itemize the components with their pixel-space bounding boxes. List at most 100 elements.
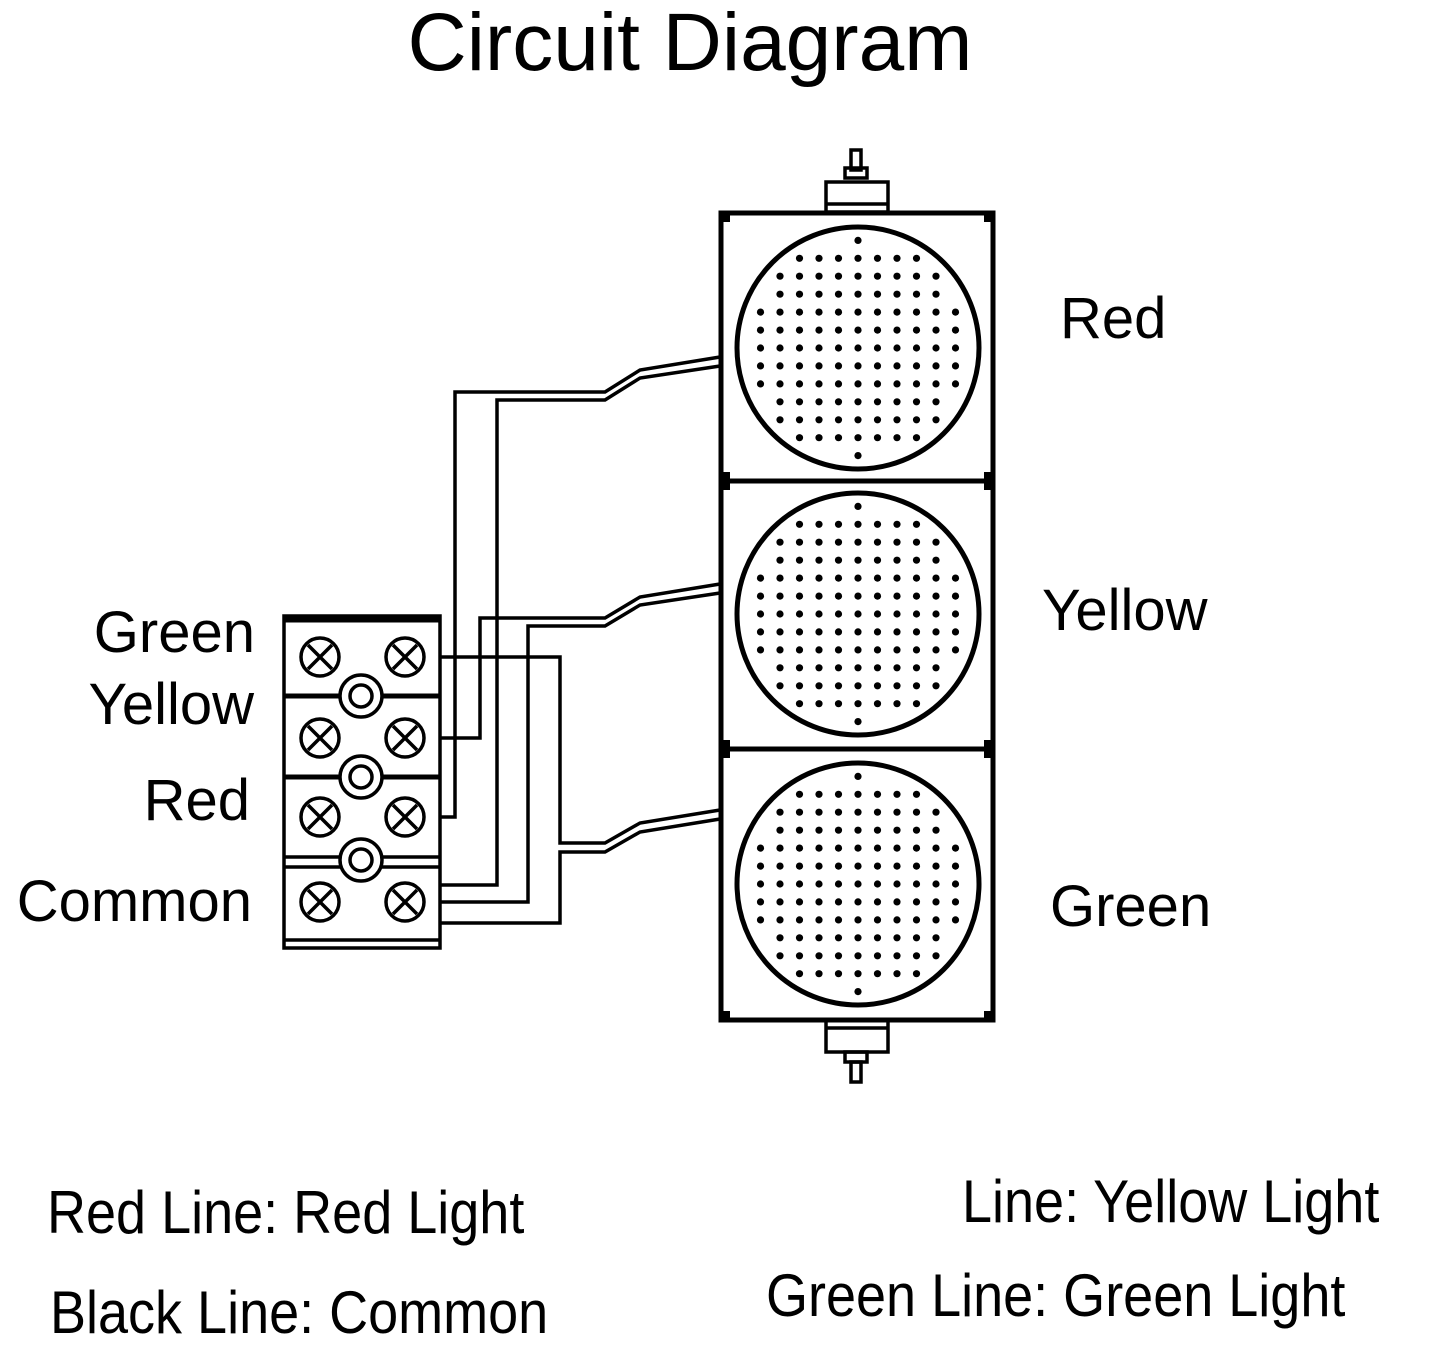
led-dot xyxy=(893,808,901,816)
led-dot xyxy=(854,592,862,600)
led-dot xyxy=(854,556,862,564)
led-dot xyxy=(834,308,843,316)
led-dot xyxy=(854,682,862,690)
led-dot xyxy=(815,898,823,906)
led-dot xyxy=(795,862,804,870)
led-dot xyxy=(854,880,862,888)
led-dot xyxy=(873,416,882,424)
led-dot xyxy=(834,592,843,600)
led-dot xyxy=(932,308,940,316)
led-dot xyxy=(912,592,921,600)
led-dot xyxy=(932,380,940,388)
led-dot xyxy=(951,844,960,852)
led-dot xyxy=(951,880,960,888)
led-dot xyxy=(951,344,960,352)
led-dot xyxy=(893,344,901,352)
led-dot xyxy=(893,434,901,442)
led-dot xyxy=(912,380,921,388)
led-dot xyxy=(893,398,901,406)
led-dot xyxy=(834,700,843,708)
led-dot xyxy=(815,700,823,708)
led-dot xyxy=(795,254,804,262)
top-mount-bracket xyxy=(824,148,890,214)
led-dot xyxy=(873,700,882,708)
led-dot xyxy=(795,826,804,834)
led-dot xyxy=(873,808,882,816)
led-dot xyxy=(756,380,765,388)
led-dot xyxy=(795,592,804,600)
led-dot xyxy=(873,844,882,852)
terminal-label-red: Red xyxy=(143,768,250,833)
led-dot xyxy=(932,952,940,960)
led-dot xyxy=(795,380,804,388)
led-dot xyxy=(756,326,765,334)
led-dot xyxy=(756,862,765,870)
led-dot xyxy=(912,700,921,708)
led-dot xyxy=(795,952,804,960)
led-dot xyxy=(932,326,940,334)
green-lamp xyxy=(734,760,982,1008)
led-dot xyxy=(776,362,784,370)
led-dot xyxy=(854,290,862,298)
led-dot xyxy=(893,610,901,618)
led-dot xyxy=(834,898,843,906)
led-dot xyxy=(834,862,843,870)
led-dot xyxy=(932,934,940,942)
led-dot xyxy=(893,826,901,834)
led-dot xyxy=(932,844,940,852)
led-dot xyxy=(854,844,862,852)
led-dot xyxy=(756,646,765,654)
led-dot xyxy=(795,272,804,280)
led-dot xyxy=(932,272,940,280)
led-dot xyxy=(854,826,862,834)
led-dot xyxy=(834,434,843,442)
led-dot xyxy=(795,574,804,582)
led-dot xyxy=(834,970,843,978)
led-dot xyxy=(893,272,901,280)
led-dot xyxy=(912,844,921,852)
led-dot xyxy=(776,916,784,924)
led-dot xyxy=(873,362,882,370)
led-dot xyxy=(776,862,784,870)
led-dot xyxy=(756,592,765,600)
led-dot xyxy=(854,344,862,352)
led-dot xyxy=(854,646,862,654)
led-dot xyxy=(795,290,804,298)
led-dot xyxy=(795,556,804,564)
wires xyxy=(440,355,721,925)
led-dot xyxy=(932,880,940,888)
led-dot xyxy=(815,682,823,690)
led-dot xyxy=(893,592,901,600)
led-dot xyxy=(756,898,765,906)
led-dot xyxy=(854,970,862,978)
led-dot xyxy=(815,254,823,262)
led-dot xyxy=(873,574,882,582)
led-dot xyxy=(756,308,765,316)
yellow-lamp xyxy=(734,490,982,738)
led-dot xyxy=(795,880,804,888)
led-dot xyxy=(756,916,765,924)
led-dot xyxy=(756,344,765,352)
led-dot xyxy=(854,862,862,870)
led-dot xyxy=(893,646,901,654)
terminal-screw-icon xyxy=(299,881,341,923)
led-dot xyxy=(912,826,921,834)
led-dot xyxy=(873,898,882,906)
led-dot xyxy=(834,556,843,564)
led-dot xyxy=(873,826,882,834)
led-dot xyxy=(873,664,882,672)
led-dot xyxy=(873,398,882,406)
led-dot xyxy=(932,398,940,406)
led-dot xyxy=(815,790,823,798)
lamp-label-green: Green xyxy=(1050,874,1212,939)
led-dot xyxy=(873,610,882,618)
led-dot xyxy=(854,416,862,424)
led-dot xyxy=(834,790,843,798)
led-dot xyxy=(932,682,940,690)
led-dot xyxy=(893,574,901,582)
led-dot xyxy=(776,664,784,672)
led-dot xyxy=(854,700,862,708)
led-dot xyxy=(873,934,882,942)
led-dot xyxy=(912,970,921,978)
led-dot xyxy=(834,808,843,816)
